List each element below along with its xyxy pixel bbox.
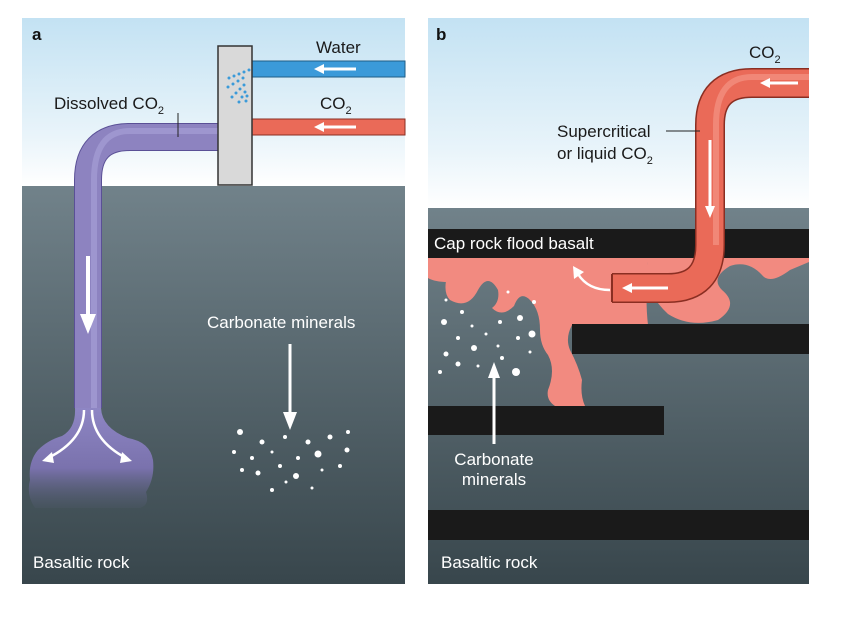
- co2-label-a: CO2: [320, 94, 352, 117]
- basalt-layer-2: [428, 406, 664, 435]
- co2-flow-arrow-head: [314, 122, 324, 132]
- carbonate-minerals-label-b2: minerals: [462, 470, 526, 489]
- panel-a: a Water CO2 Dissolved CO2: [22, 18, 406, 584]
- co2-flow-arrow-down-head: [705, 206, 715, 218]
- plume-arrow-right: [90, 409, 127, 460]
- water-spray-icon: [226, 68, 251, 104]
- basalt-layer-1: [572, 324, 809, 354]
- basalt-layer-3: [428, 510, 809, 540]
- co2-flow-arrow-top-head: [760, 78, 770, 88]
- pipe-flow-arrow-head: [80, 314, 96, 334]
- cap-rock-label: Cap rock flood basalt: [434, 234, 594, 253]
- minerals-arrow-head-a: [283, 412, 297, 430]
- dissolved-co2-plume: [28, 408, 154, 508]
- panel-b-letter: b: [436, 25, 446, 44]
- co2-spread-arrow-head: [573, 266, 584, 279]
- panel-b: b Cap rock flood basalt CO2 Supercritica…: [428, 18, 809, 584]
- water-label: Water: [316, 38, 361, 57]
- dissolved-co2-pipe-highlight: [91, 128, 218, 408]
- co2-spread-arrow: [576, 273, 611, 292]
- mixing-chamber: [217, 45, 253, 186]
- co2-injection-pipe-highlight: [713, 74, 809, 245]
- co2-flow-arrow-left-head: [622, 283, 632, 293]
- supercritical-label-line2: or liquid CO2: [557, 144, 653, 167]
- plume-arrow-right-head: [120, 452, 132, 463]
- basaltic-rock-label-a: Basaltic rock: [33, 553, 130, 572]
- basaltic-rock-label-b: Basaltic rock: [441, 553, 538, 572]
- co2-label-b: CO2: [749, 43, 781, 66]
- water-flow-arrow-head: [314, 64, 324, 74]
- co2-reservoir-left-lobe: [428, 262, 470, 282]
- panel-b-sky: [428, 18, 809, 208]
- mineral-particles-a: [232, 429, 350, 492]
- minerals-arrow-head-b: [488, 362, 500, 378]
- dissolved-co2-label: Dissolved CO2: [54, 94, 164, 117]
- carbonate-minerals-label-b1: Carbonate: [454, 450, 533, 469]
- plume-arrow-left-head: [42, 452, 54, 463]
- panel-a-letter: a: [32, 25, 42, 44]
- supercritical-label-line1: Supercritical: [557, 122, 651, 141]
- plume-arrow-left: [47, 409, 86, 460]
- carbonate-minerals-label-a: Carbonate minerals: [207, 313, 355, 332]
- mineral-particles-b: [438, 290, 536, 376]
- co2-reservoir-fingers: [445, 262, 648, 406]
- cap-rock-layer: [428, 229, 809, 258]
